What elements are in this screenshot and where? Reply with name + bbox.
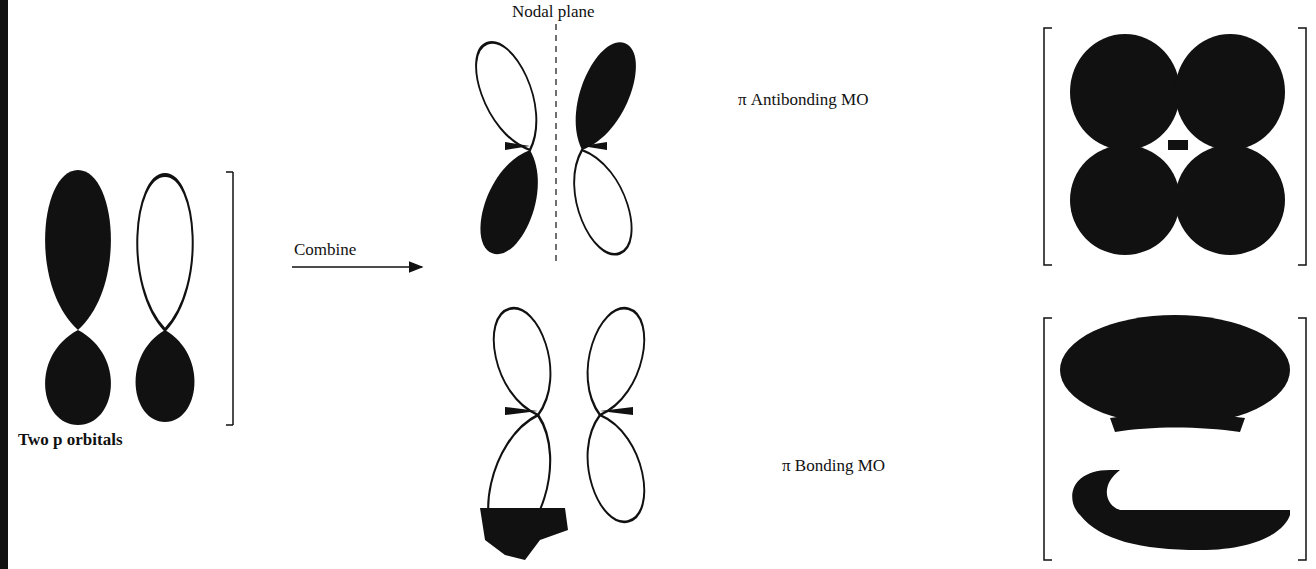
p-orbital xyxy=(136,175,195,422)
orbital-label: Two p orbitals xyxy=(18,430,123,450)
bonding-orbitals xyxy=(478,302,654,560)
mo-label: π Antibonding MO xyxy=(738,90,868,110)
mo-label: π Bonding MO xyxy=(782,456,885,476)
arrow-label: Combine xyxy=(294,240,356,260)
plane-label: Nodal plane xyxy=(512,2,595,22)
bonding-mo xyxy=(1044,315,1306,560)
p-orbital xyxy=(45,170,111,425)
antibonding-mo xyxy=(1044,28,1306,265)
